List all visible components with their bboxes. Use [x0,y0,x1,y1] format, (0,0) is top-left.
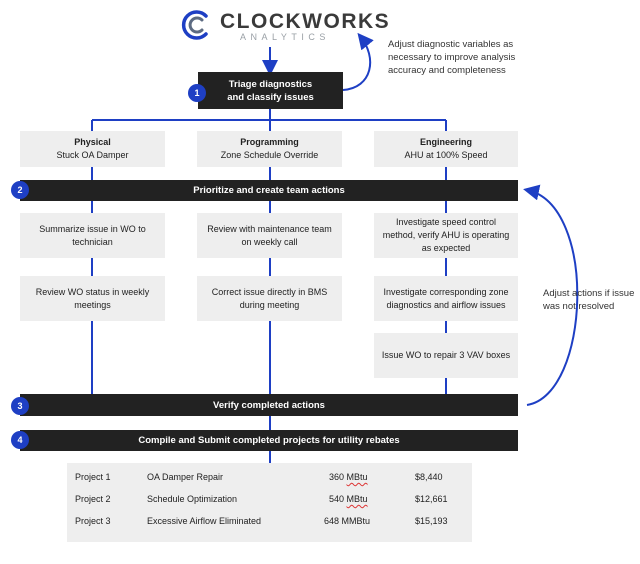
category-physical-title: Physical [74,137,111,147]
feedback-arrow-actions [523,184,579,406]
project-savings-value: 360 [329,472,345,482]
note-adjust-actions: Adjust actions if issue was not resolved [543,288,635,312]
project-rebate: $12,661 [415,494,448,504]
step-verify-bar: Verify completed actions [20,394,518,416]
action-engineering-1-line-2: method, verify AHU is operating [382,230,510,240]
project-savings: 360 MBtu [329,472,368,482]
category-engineering-title: Engineering [419,137,472,147]
action-programming-1: Review with maintenance team on weekly c… [197,213,342,258]
category-programming: Programming Zone Schedule Override [197,131,342,167]
action-physical-2-line-1: Review WO status in weekly [35,286,150,297]
action-engineering-1: Investigate speed control method, verify… [374,213,518,258]
project-name: Excessive Airflow Eliminated [147,516,262,526]
action-physical-1-line-2: technician [72,236,113,247]
category-physical: Physical Stuck OA Damper [20,131,165,167]
step-triage-line-1: Triage diagnostics [228,78,313,90]
step-1-badge: 1 [188,84,206,102]
project-savings-unit: MMBtu [341,516,371,526]
action-engineering-3: Issue WO to repair 3 VAV boxes [374,333,518,378]
action-engineering-1-line-3: as expected [421,243,471,253]
step-prioritize-bar: Prioritize and create team actions [20,180,518,201]
category-engineering-issue: AHU at 100% Speed [404,150,488,160]
project-id: Project 2 [75,494,111,504]
action-programming-2-line-1: Correct issue directly in BMS [211,286,328,297]
action-programming-2: Correct issue directly in BMS during mee… [197,276,342,321]
project-name: OA Damper Repair [147,472,224,482]
category-engineering: Engineering AHU at 100% Speed [374,131,518,167]
step-triage-line-2: and classify issues [227,91,314,103]
step-4-badge: 4 [11,431,29,449]
category-programming-title: Programming [240,137,299,147]
logo-wordmark: CLOCKWORKS [220,10,391,33]
action-engineering-2-line-1: Investigate corresponding zone [383,286,509,297]
project-id: Project 3 [75,516,111,526]
step-2-badge: 2 [11,181,29,199]
project-savings: 540 MBtu [329,494,368,504]
action-physical-1: Summarize issue in WO to technician [20,213,165,258]
project-rebate: $15,193 [415,516,448,526]
action-engineering-3-line-1: Issue WO to repair 3 VAV boxes [381,350,511,360]
project-savings-unit: MBtu [346,472,368,482]
project-savings-unit: MBtu [346,494,368,504]
table-row: Project 1 OA Damper Repair 360 MBtu $8,4… [67,472,472,486]
step-3-badge: 3 [11,397,29,415]
project-id: Project 1 [75,472,111,482]
action-physical-2-line-2: meetings [74,299,111,310]
action-programming-2-line-2: during meeting [239,299,300,310]
action-physical-1-line-1: Summarize issue in WO to [39,223,146,234]
feedback-arrow-diagnostics [342,32,374,91]
action-programming-1-line-2: on weekly call [241,236,298,247]
category-physical-issue: Stuck OA Damper [56,150,129,160]
project-savings-value: 540 [329,494,345,504]
logo-subtitle: ANALYTICS [240,32,330,42]
logo: CLOCKWORKS ANALYTICS [180,6,389,46]
clock-logo-icon [181,10,208,40]
projects-table: Project 1 OA Damper Repair 360 MBtu $8,4… [67,463,472,542]
action-engineering-2: Investigate corresponding zone diagnosti… [374,276,518,321]
action-engineering-1-line-1: Investigate speed control [395,217,497,227]
project-savings: 648 MMBtu [324,516,370,526]
category-programming-issue: Zone Schedule Override [220,150,319,160]
action-engineering-2-line-2: diagnostics and airflow issues [386,299,506,310]
step-triage-box: Triage diagnostics and classify issues [198,72,343,109]
project-savings-value: 648 [324,516,340,526]
note-adjust-diagnostics: Adjust diagnostic variables as necessary… [388,39,516,76]
table-row: Project 3 Excessive Airflow Eliminated 6… [67,516,472,530]
step-compile-bar: Compile and Submit completed projects fo… [20,430,518,451]
project-name: Schedule Optimization [147,494,238,504]
project-rebate: $8,440 [415,472,443,482]
table-row: Project 2 Schedule Optimization 540 MBtu… [67,494,472,508]
action-programming-1-line-1: Review with maintenance team [207,223,332,234]
action-physical-2: Review WO status in weekly meetings [20,276,165,321]
